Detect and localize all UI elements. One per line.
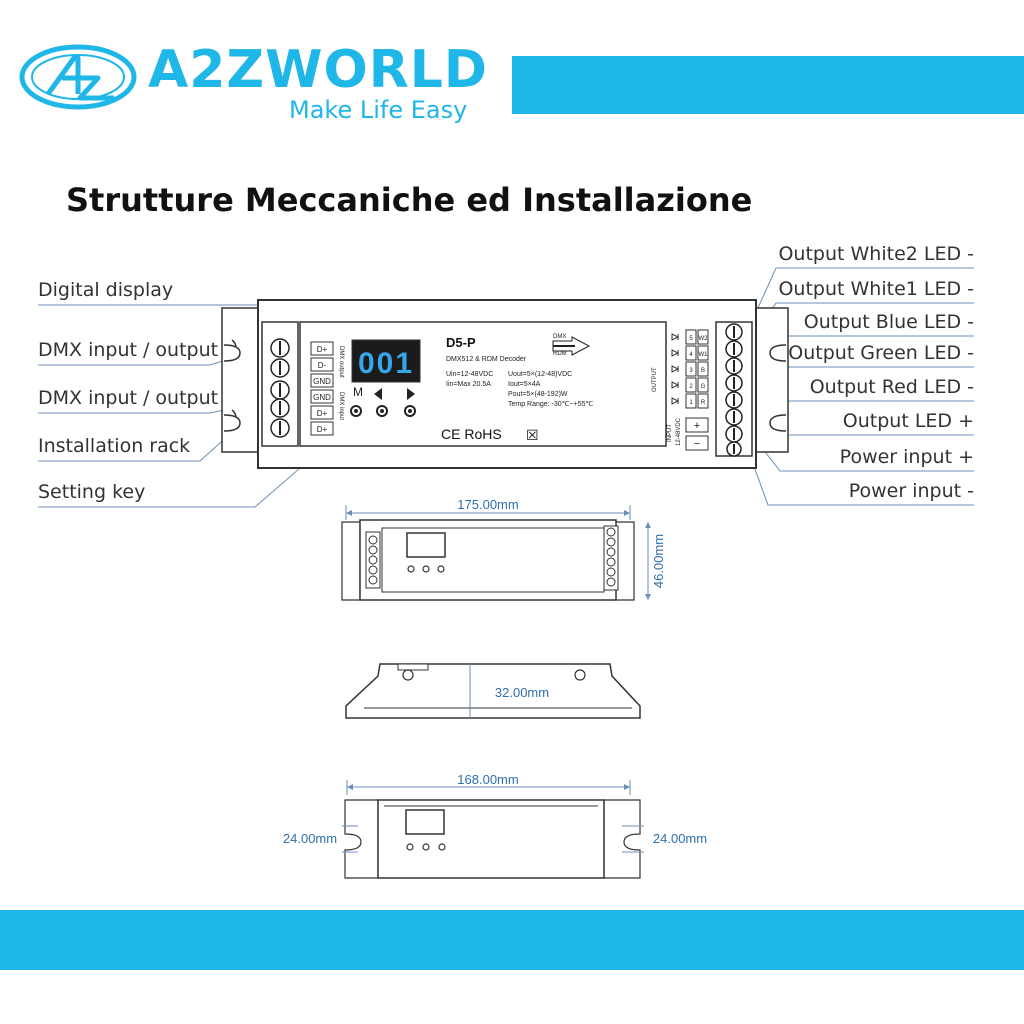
label-dmx-io-2: DMX input / output: [38, 387, 219, 409]
mounting-view-drawing: [342, 780, 644, 879]
dim-length: 175.00mm: [457, 497, 518, 512]
brand-tagline: Make Life Easy: [289, 96, 468, 124]
terminal-d-plus-2: D+: [317, 425, 328, 434]
key-left-arrow-icon: [374, 388, 382, 400]
cert-marks: CE RoHS: [441, 426, 502, 442]
brand-name: A2ZWORLD: [148, 40, 489, 100]
label-installation-rack: Installation rack: [38, 435, 191, 457]
dim-mount: 168.00mm: [457, 772, 518, 787]
label-setting-key: Setting key: [38, 481, 146, 503]
page-title: Strutture Meccaniche ed Installazione: [66, 181, 753, 219]
digital-display-readout: 001: [358, 347, 414, 380]
label-output-white2: Output White2 LED -: [778, 243, 974, 265]
brand-logo-icon: [19, 44, 137, 110]
spec-temp: Temp Range: -30℃~+55℃: [508, 401, 594, 408]
header-accent-bar: [512, 56, 1024, 114]
out-color-r: R: [701, 400, 706, 406]
terminal-gnd-2: GND: [313, 393, 331, 402]
dmx-input-label: DMX input: [338, 392, 344, 420]
key-m-label: M: [353, 385, 363, 399]
label-output-led-plus: Output LED +: [842, 410, 974, 432]
terminal-d-minus-1: D-: [318, 361, 327, 370]
label-dmx-io-1: DMX input / output: [38, 339, 219, 361]
out-ch-3: 3: [689, 368, 693, 374]
terminal-d-plus-1: D+: [317, 345, 328, 354]
out-ch-2: 2: [689, 384, 693, 390]
side-view-drawing: [345, 663, 641, 719]
footer-accent-bar: [0, 910, 1024, 970]
label-digital-display: Digital display: [38, 279, 174, 301]
spec-iout: Iout=5×4A: [508, 381, 541, 388]
out-color-g: G: [701, 384, 706, 390]
dmx-tag: DMX: [553, 334, 566, 340]
label-power-input-minus: Power input -: [848, 480, 974, 502]
weee-icon: ☒: [526, 427, 539, 443]
dim-depth: 32.00mm: [495, 685, 549, 700]
device-model: D5-P: [446, 335, 476, 350]
dim-rack-left: 24.00mm: [283, 831, 337, 846]
decoder-device: D+ D- GND GND D+ D+ DMX output DMX input…: [221, 299, 789, 469]
out-color-b: B: [701, 368, 705, 374]
label-output-red: Output Red LED -: [809, 376, 974, 398]
output-label: OUTPUT: [652, 367, 658, 392]
input-voltage-label: 12-48VDC: [676, 417, 682, 446]
dmx-output-label: DMX output: [338, 346, 344, 378]
out-ch-4: 4: [689, 352, 693, 358]
dim-height: 46.00mm: [651, 534, 666, 588]
spec-pout: Pout=5×(48-192)W: [508, 391, 568, 398]
input-label: INPUT: [667, 424, 673, 442]
out-color-w2: W2: [699, 336, 709, 342]
label-output-white1: Output White1 LED -: [778, 278, 974, 300]
out-color-w1: W1: [699, 352, 709, 358]
key-right-arrow-icon: [407, 388, 415, 400]
out-ch-1: 1: [689, 400, 693, 406]
dim-rack-right: 24.00mm: [653, 831, 707, 846]
label-power-input-plus: Power input +: [839, 446, 974, 468]
terminal-gnd-1: GND: [313, 377, 331, 386]
input-plus: +: [694, 420, 700, 432]
spec-iin: Iin=Max 20.5A: [446, 381, 491, 388]
device-subtitle: DMX512 & RDM Decoder: [446, 356, 527, 363]
rdm-tag: RDM: [553, 351, 567, 357]
label-output-blue: Output Blue LED -: [803, 311, 974, 333]
spec-uout: Uout=5×(12-48)VDC: [508, 371, 572, 378]
input-minus: −: [694, 438, 700, 450]
label-output-green: Output Green LED -: [788, 342, 974, 364]
spec-uin: Uin=12-48VDC: [446, 371, 493, 378]
out-ch-5: 5: [689, 336, 693, 342]
terminal-d-minus-2: D+: [317, 409, 328, 418]
top-view-drawing: [341, 505, 651, 601]
